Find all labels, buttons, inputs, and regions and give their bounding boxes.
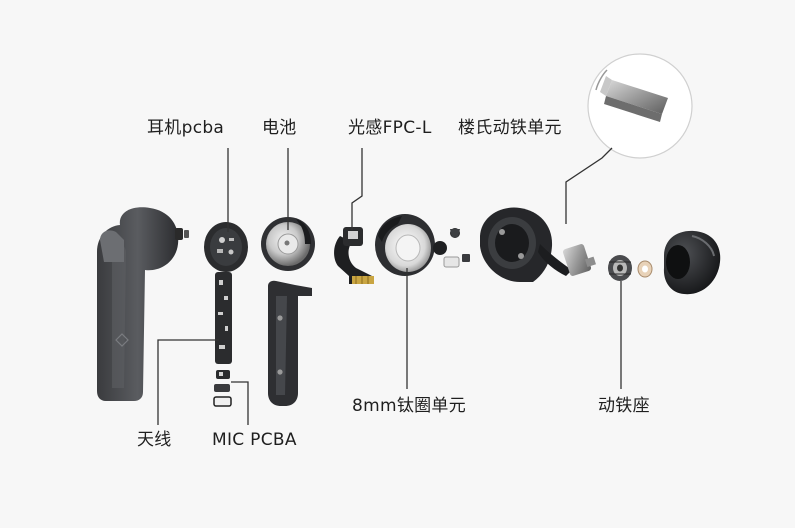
small-hardware-parts bbox=[433, 228, 470, 268]
label-battery: 电池 bbox=[262, 118, 297, 138]
callout-line-mic bbox=[231, 381, 249, 425]
callout-line-antenna bbox=[157, 339, 219, 425]
label-antenna: 天线 bbox=[137, 430, 172, 450]
inner-housing-part bbox=[480, 207, 572, 282]
label-mic-pcba: MIC PCBA bbox=[212, 430, 297, 450]
callout-line-fpc bbox=[351, 148, 363, 230]
ear-cap-part bbox=[663, 230, 721, 295]
mic-pcba-part bbox=[213, 370, 232, 407]
light-sensor-fpc-part bbox=[334, 227, 374, 284]
label-light-sensor-fpc: 光感FPC-L bbox=[348, 118, 432, 138]
balanced-armature-unit-part bbox=[562, 244, 596, 276]
callout-line-ba bbox=[565, 147, 613, 224]
ba-unit-magnified-inset bbox=[587, 53, 693, 159]
callout-lines bbox=[157, 147, 622, 425]
label-balanced-armature-unit: 楼氏动铁单元 bbox=[458, 118, 562, 138]
battery-part bbox=[261, 217, 315, 271]
label-armature-seat: 动铁座 bbox=[598, 396, 650, 416]
earphone-pcba-part bbox=[204, 222, 248, 364]
label-earphone-pcba: 耳机pcba bbox=[147, 118, 225, 138]
titanium-driver-part bbox=[375, 214, 435, 276]
label-titanium-driver: 8mm钛圈单元 bbox=[352, 396, 467, 416]
earbud-shell-part bbox=[97, 207, 189, 401]
armature-seat-part bbox=[608, 255, 653, 281]
stem-back-cover-part bbox=[268, 280, 312, 406]
